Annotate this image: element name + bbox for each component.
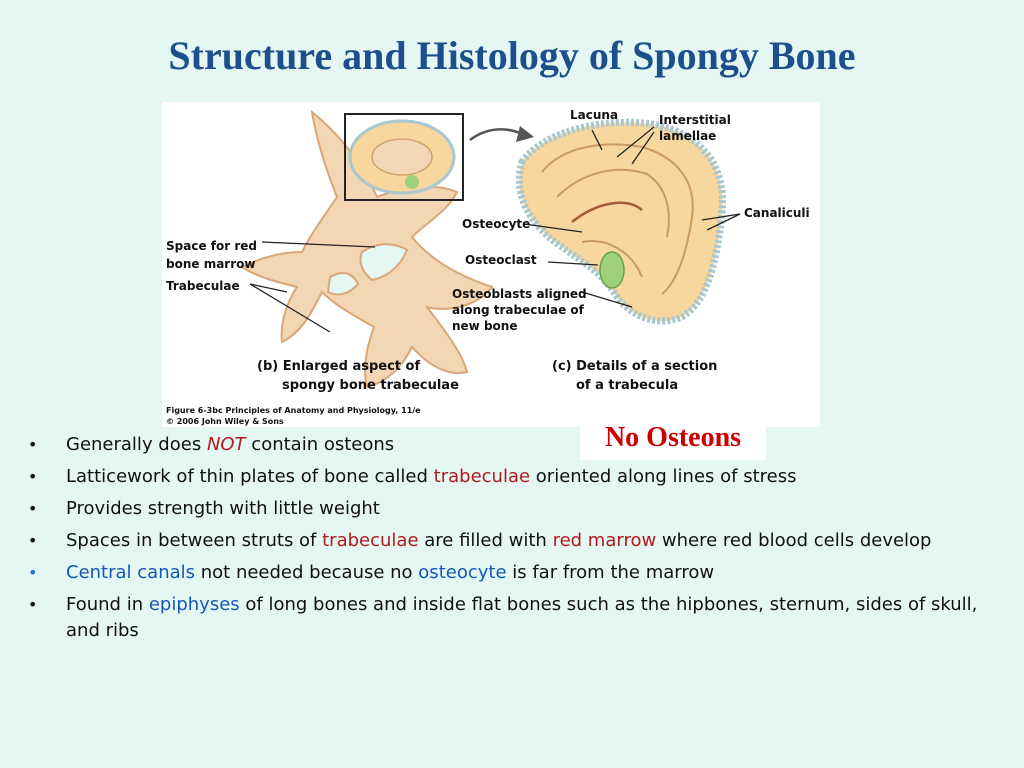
bullet-item: • Latticework of thin plates of bone cal… <box>28 464 988 490</box>
label-trabeculae: Trabeculae <box>166 279 240 293</box>
bullet-dot: • <box>28 435 38 454</box>
caption-b-2: spongy bone trabeculae <box>282 378 459 393</box>
label-interstitial-2: lamellae <box>659 129 716 143</box>
bullet-dot: • <box>28 595 38 614</box>
bullet-text: Found in <box>66 594 149 615</box>
term-osteocyte: osteocyte <box>418 562 507 583</box>
bullet-text: Provides strength with little weight <box>66 498 380 519</box>
label-osteoblasts-2: along trabeculae of <box>452 303 585 317</box>
label-osteoclast: Osteoclast <box>465 253 537 267</box>
caption-c-1: (c) Details of a section <box>552 359 717 374</box>
label-osteoblasts-3: new bone <box>452 319 517 333</box>
bullet-item: • Central canals not needed because no o… <box>28 560 988 586</box>
slide-title: Structure and Histology of Spongy Bone <box>168 33 856 78</box>
term-epiphyses: epiphyses <box>148 594 240 615</box>
inset-mini <box>348 119 456 195</box>
bullet-item: • Spaces in between struts of trabeculae… <box>28 528 988 554</box>
trabecula-section <box>515 118 727 325</box>
leader-lines <box>249 126 741 333</box>
bullet-item: • Generally does NOT contain osteons <box>28 432 988 458</box>
bullet-dot: • <box>28 531 38 550</box>
bullet-list: • Generally does NOT contain osteons • L… <box>28 432 988 650</box>
label-lacuna: Lacuna <box>570 108 618 122</box>
label-interstitial-1: Interstitial <box>659 113 731 127</box>
trabeculae-illustration <box>240 109 494 389</box>
term-trabeculae: trabeculae <box>433 466 531 487</box>
label-osteoblasts-1: Osteoblasts aligned <box>452 287 587 301</box>
bullet-text: is far from the marrow <box>506 562 715 583</box>
bullet-dot: • <box>28 499 38 518</box>
label-space-1: Space for red <box>166 239 257 253</box>
figure-illustration: Lacuna Interstitial lamellae Canaliculi … <box>166 108 810 426</box>
bullet-text: where red blood cells develop <box>656 530 932 551</box>
bullet-dot: • <box>28 563 38 582</box>
term-trabeculae: trabeculae <box>322 530 419 551</box>
bullet-text: Generally does <box>66 434 207 455</box>
label-canaliculi: Canaliculi <box>744 206 810 220</box>
pointer-arrow <box>469 128 523 142</box>
bullet-text: Spaces in between struts of <box>66 530 323 551</box>
emphasis-not: NOT <box>206 434 246 455</box>
term-red-marrow: red marrow <box>552 530 657 551</box>
bullet-text: contain osteons <box>245 434 395 455</box>
figure-credit-1: Figure 6-3bc Principles of Anatomy and P… <box>166 406 421 415</box>
bullet-dot: • <box>28 467 38 486</box>
bullet-text: not needed because no <box>195 562 419 583</box>
bullet-text: Latticework of thin plates of bone calle… <box>66 466 434 487</box>
no-osteons-callout: No Osteons <box>580 418 766 460</box>
bullet-item: • Found in epiphyses of long bones and i… <box>28 592 988 644</box>
bullet-item: • Provides strength with little weight <box>28 496 988 522</box>
caption-c-2: of a trabecula <box>576 378 678 393</box>
label-space-2: bone marrow <box>166 257 255 271</box>
bullet-text: oriented along lines of stress <box>530 466 797 487</box>
inset-box <box>344 113 464 201</box>
caption-b-1: (b) Enlarged aspect of <box>257 359 420 374</box>
term-central-canals: Central canals <box>66 562 196 583</box>
figure-credit-2: © 2006 John Wiley & Sons <box>166 417 284 426</box>
spongy-bone-figure: Lacuna Interstitial lamellae Canaliculi … <box>162 102 820 427</box>
label-osteocyte: Osteocyte <box>462 217 530 231</box>
bullet-text: are filled with <box>418 530 553 551</box>
bullet-text: of long bones and inside flat bones such… <box>66 594 978 641</box>
